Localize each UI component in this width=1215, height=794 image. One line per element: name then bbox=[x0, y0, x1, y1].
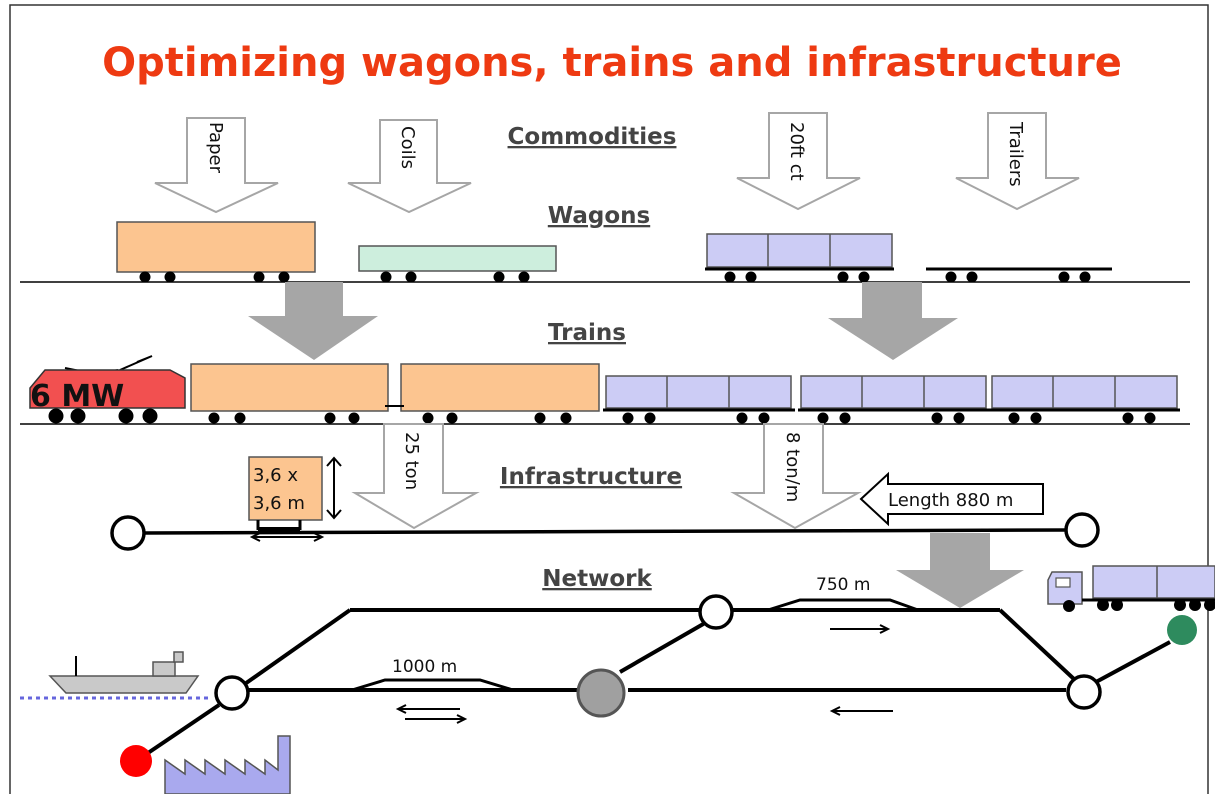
length-label: Length 880 m bbox=[888, 490, 1013, 511]
slide-title: Optimizing wagons, trains and infrastruc… bbox=[102, 40, 1122, 86]
gray-arrow-network bbox=[896, 533, 1024, 608]
siding-long bbox=[351, 678, 514, 692]
wagon-container bbox=[705, 233, 894, 283]
gray-arrow-left bbox=[248, 282, 378, 360]
train-wagon-container-3 bbox=[989, 375, 1180, 424]
train-wagon-container-1 bbox=[603, 375, 795, 424]
commodity-label-trailers: Trailers bbox=[1005, 121, 1026, 187]
siding-short-label: 750 m bbox=[816, 575, 870, 595]
section-infrastructure: Infrastructure bbox=[500, 464, 682, 490]
terminal-node bbox=[1167, 615, 1197, 645]
direction-arrow-top bbox=[830, 624, 891, 634]
profile-box: 3,6 x 3,6 m bbox=[248, 456, 323, 533]
factory-icon bbox=[164, 735, 291, 794]
train-wagon-container-2 bbox=[798, 375, 989, 424]
infrastructure-line bbox=[144, 528, 1069, 535]
axle-load-label: 25 ton bbox=[401, 432, 422, 490]
commodity-arrow-20ft-ct: 20ft ct bbox=[736, 112, 861, 211]
commodity-label-paper: Paper bbox=[205, 122, 226, 174]
commodity-arrow-paper: Paper bbox=[154, 117, 279, 214]
section-wagons: Wagons bbox=[548, 203, 650, 229]
ship-icon bbox=[20, 651, 212, 700]
locomotive-power: 6 MW bbox=[30, 379, 124, 414]
infrastructure-node-right bbox=[1064, 512, 1100, 548]
section-commodities: Commodities bbox=[508, 124, 677, 150]
profile-line-1: 3,6 x bbox=[253, 465, 298, 486]
commodity-label-coils: Coils bbox=[397, 126, 418, 169]
commodity-label-20ft-ct: 20ft ct bbox=[786, 122, 807, 181]
gray-arrow-right bbox=[828, 282, 958, 360]
wagon-coils bbox=[358, 245, 557, 283]
network-hub-node bbox=[576, 668, 626, 718]
siding-long-label: 1000 m bbox=[392, 657, 457, 677]
direction-arrow-bottom bbox=[829, 706, 893, 716]
network-lines bbox=[143, 608, 1171, 757]
train-wagon-paper-1 bbox=[190, 363, 389, 424]
commodity-arrow-coils: Coils bbox=[347, 119, 472, 214]
network-node-right bbox=[1066, 674, 1102, 710]
bidirectional-arrow bbox=[395, 704, 468, 724]
height-arrow bbox=[326, 456, 342, 520]
siding-short bbox=[767, 598, 919, 612]
arrow-meter-load: 8 ton/m bbox=[730, 423, 862, 530]
profile-line-2: 3,6 m bbox=[253, 493, 305, 514]
arrow-axle-load: 25 ton bbox=[351, 423, 480, 530]
wagon-paper bbox=[116, 221, 316, 283]
train-wagon-paper-2 bbox=[400, 363, 600, 424]
section-network: Network bbox=[542, 566, 652, 592]
network-node-top bbox=[698, 594, 734, 630]
commodity-arrow-trailers: Trailers bbox=[955, 112, 1080, 211]
infrastructure-node-left bbox=[110, 515, 146, 551]
locomotive: 6 MW bbox=[29, 355, 186, 424]
port-node bbox=[120, 745, 152, 777]
truck-icon bbox=[1047, 565, 1215, 612]
wagon-trailer bbox=[926, 267, 1112, 283]
network-node-port bbox=[214, 675, 250, 711]
meter-load-label: 8 ton/m bbox=[782, 432, 803, 502]
length-arrow-callout: Length 880 m bbox=[859, 471, 1044, 527]
slide-border bbox=[9, 4, 1209, 794]
section-trains: Trains bbox=[548, 320, 626, 346]
